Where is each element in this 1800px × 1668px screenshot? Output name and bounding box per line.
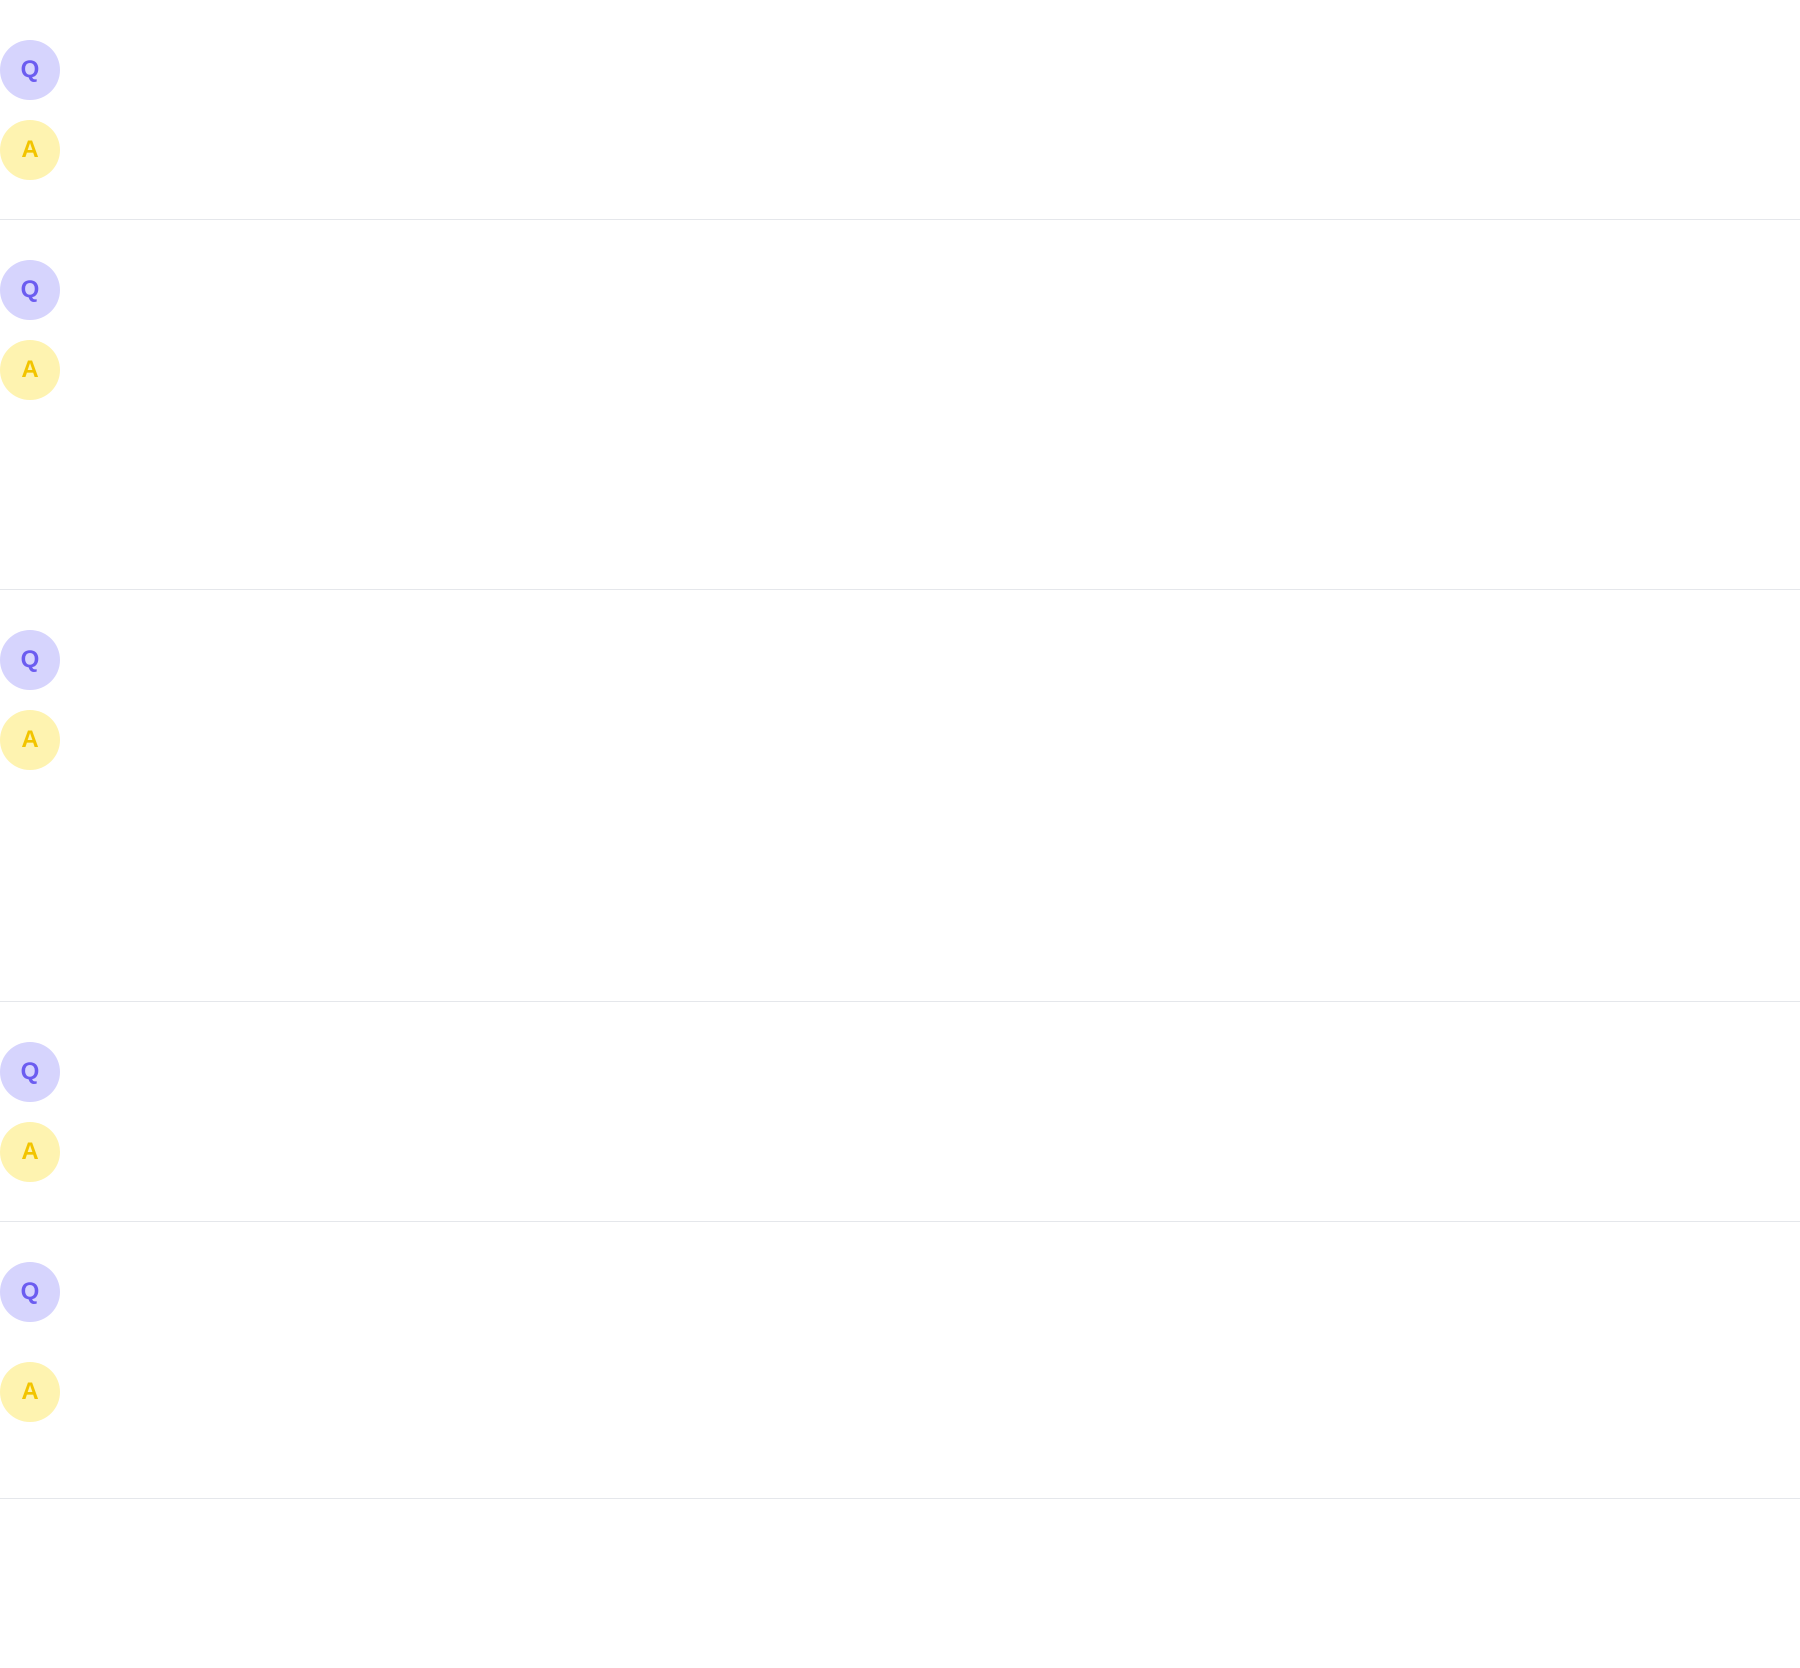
faq-item: Q A: [0, 0, 1800, 220]
answer-badge: A: [0, 120, 60, 180]
question-badge: Q: [0, 1042, 60, 1102]
answer-badge: A: [0, 1122, 60, 1182]
question-badge: Q: [0, 260, 60, 320]
question-badge: Q: [0, 40, 60, 100]
question-badge: Q: [0, 1262, 60, 1322]
answer-badge: A: [0, 1362, 60, 1422]
question-badge: Q: [0, 630, 60, 690]
faq-item: Q A: [0, 1222, 1800, 1499]
faq-item: Q A: [0, 590, 1800, 1002]
faq-item: Q A: [0, 220, 1800, 590]
answer-badge: A: [0, 710, 60, 770]
faq-item: Q A: [0, 1002, 1800, 1222]
answer-badge: A: [0, 340, 60, 400]
